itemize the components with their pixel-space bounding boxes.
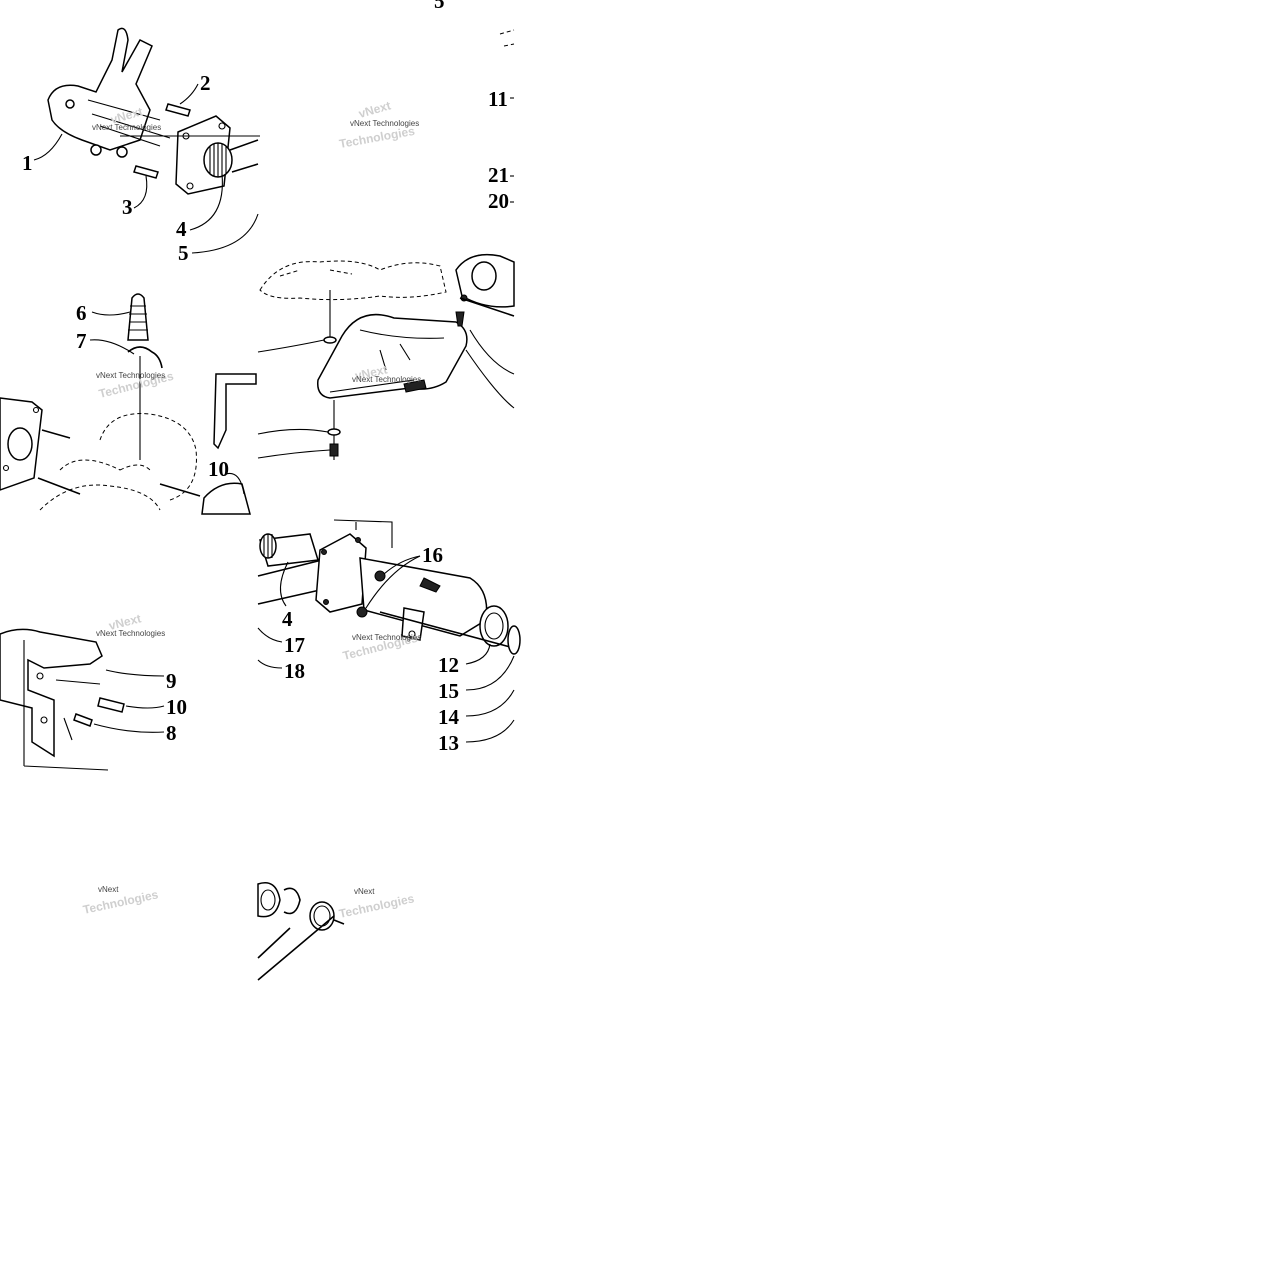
callout-21: 21 — [488, 163, 509, 187]
snap-ring — [283, 887, 301, 915]
watermark-text: vNext Technologies — [96, 629, 165, 638]
callout-4: 4 — [176, 217, 187, 241]
bolt-10 — [97, 697, 125, 713]
housing-flange — [315, 533, 367, 613]
callout-4b: 4 — [282, 607, 293, 631]
callout-16: 15 — [438, 679, 459, 703]
watermark-ghost: Technologies — [338, 891, 416, 921]
callout-17: 16 — [422, 543, 443, 567]
tile-shaft-housing: 16 4 17 18 12 15 14 13 Technologies vNex… — [257, 519, 521, 755]
housing-tube — [359, 557, 488, 637]
tile-guard: vNext vNext Technologies — [257, 253, 515, 460]
watermark-ghost: vNext — [357, 98, 392, 120]
callout-5-top: 5 — [434, 0, 445, 13]
bolt-2 — [165, 103, 191, 117]
watermark-text: vNext Technologies — [96, 371, 165, 380]
watermark-text: vNext Technologies — [352, 633, 421, 642]
callout-10: 10 — [166, 695, 187, 719]
tile-boot-gearbox: 6 7 10 Technologies vNext Technologies — [0, 293, 257, 515]
tile-hub-assembly: 1 2 3 4 5 vNext vNext Technologies — [22, 27, 260, 265]
callout-7: 7 — [76, 329, 87, 353]
callout-3: 3 — [122, 195, 133, 219]
watermark-text: vNext — [354, 887, 375, 896]
callout-14: 13 — [438, 731, 459, 755]
screw-8 — [73, 713, 93, 727]
callout-2: 2 — [200, 71, 211, 95]
side-bracket — [213, 373, 257, 450]
watermark-ghost: Technologies — [82, 887, 160, 917]
cover-11 — [201, 482, 251, 515]
callout-5: 5 — [178, 241, 189, 265]
skid-guard — [317, 313, 468, 399]
callout-9: 9 — [166, 669, 177, 693]
rubber-boot — [127, 293, 149, 341]
watermark-text: vNext Technologies — [350, 119, 419, 128]
callout-19: 18 — [284, 659, 305, 683]
watermark-text: vNext — [98, 885, 119, 894]
callout-6: 6 — [76, 301, 87, 325]
tile-seals: vNext Technologies — [257, 882, 416, 981]
callout-8: 8 — [166, 721, 177, 745]
bolt-3 — [133, 165, 159, 179]
gearbox-outline — [39, 413, 197, 511]
callout-18: 17 — [284, 633, 305, 657]
tile-bracket: 9 10 8 vNext vNext Technologies — [0, 611, 187, 771]
watermark-text: vNext Technologies — [92, 123, 161, 132]
bracket-9 — [0, 628, 103, 758]
tile-top-middle: vNext Technologies vNext Technologies 5 … — [338, 0, 515, 213]
callout-12: 11 — [488, 87, 508, 111]
watermark-text: vNext Technologies — [352, 375, 421, 384]
callout-11: 10 — [208, 457, 229, 481]
callout-15: 14 — [438, 705, 460, 729]
callout-20: 20 — [488, 189, 509, 213]
watermark-ghost: vNext — [354, 362, 389, 382]
hub-bracket — [47, 27, 153, 151]
callout-13: 12 — [438, 653, 459, 677]
callout-1: 1 — [22, 151, 33, 175]
tile-bottom-left: vNext Technologies — [82, 885, 160, 917]
